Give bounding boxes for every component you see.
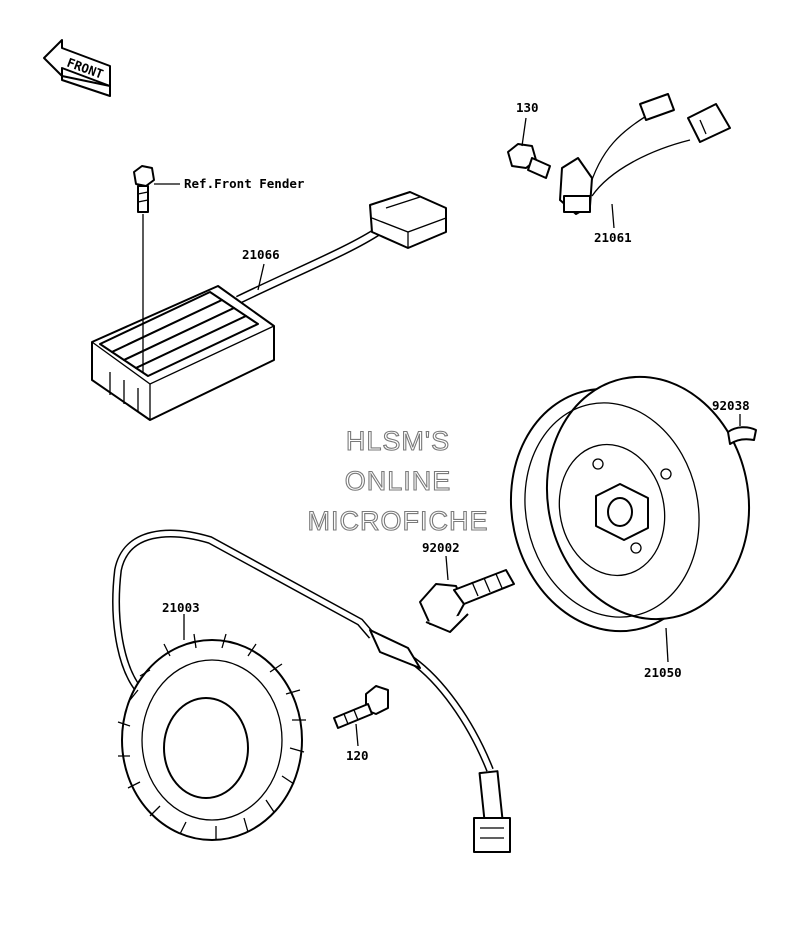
part-130-label: 130 (516, 100, 539, 115)
mounting-bolt[interactable] (133, 165, 180, 372)
key-92038[interactable] (727, 426, 757, 445)
ref-front-fender-label: Ref.Front Fender (184, 176, 305, 191)
part-92038-label: 92038 (712, 398, 750, 413)
bolt-130[interactable] (507, 117, 551, 179)
pickup-coil[interactable] (559, 93, 731, 215)
bolt-120[interactable] (333, 685, 389, 747)
rotor[interactable] (489, 358, 771, 650)
watermark-line-1: HLSM'S (346, 426, 450, 456)
part-120-label: 120 (346, 748, 369, 763)
part-21061-label: 21061 (594, 230, 632, 245)
part-21003-label: 21003 (162, 600, 200, 615)
regulator-rectifier[interactable] (91, 191, 447, 421)
stator[interactable] (112, 529, 511, 853)
watermark-line-3: MICROFICHE (308, 506, 489, 536)
part-21050-label: 21050 (644, 665, 682, 680)
front-arrow-icon: FRONT (43, 39, 111, 97)
bolt-92002[interactable] (419, 555, 515, 633)
part-21066-label: 21066 (242, 247, 280, 262)
watermark-line-2: ONLINE (345, 466, 452, 496)
part-92002-label: 92002 (422, 540, 460, 555)
watermark: HLSM'S ONLINE MICROFICHE (307, 425, 489, 536)
